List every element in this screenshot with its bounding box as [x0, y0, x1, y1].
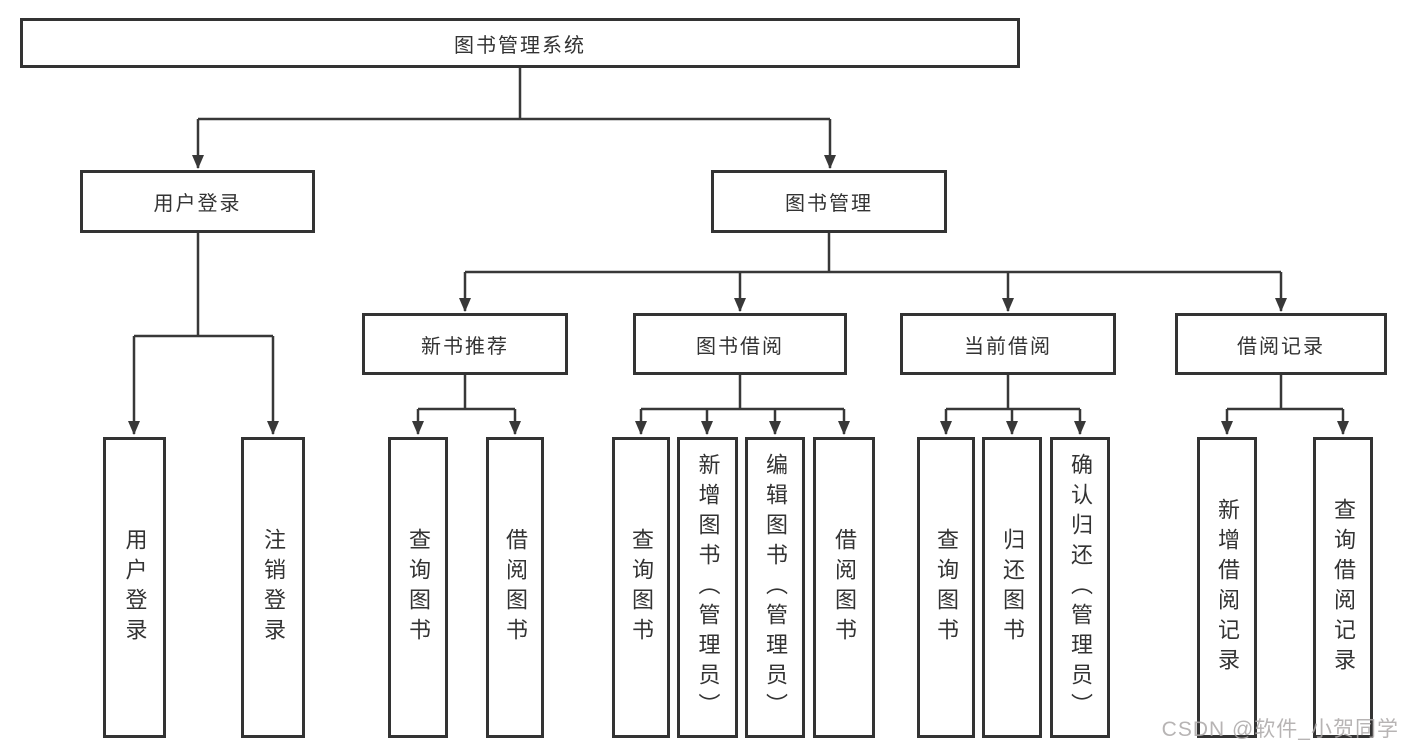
watermark: CSDN @软件_小贺同学	[1161, 718, 1399, 741]
node-leaf-bb-borrow-book-label: 借阅图书	[832, 527, 857, 648]
node-leaf-bb-search-book-label: 查询图书	[629, 527, 654, 648]
node-new-book-recommend: 新书推荐	[362, 313, 568, 375]
node-current-borrow: 当前借阅	[900, 313, 1116, 375]
node-root-system: 图书管理系统	[20, 18, 1020, 68]
node-leaf-cb-confirm-return-admin-label: 确认归还（管理员）	[1068, 452, 1093, 723]
node-leaf-bb-edit-book-admin-label: 编辑图书（管理员）	[763, 452, 788, 723]
node-leaf-bb-search-book: 查询图书	[612, 437, 670, 738]
node-leaf-cb-search-book-label: 查询图书	[934, 527, 959, 648]
node-leaf-logout: 注销登录	[241, 437, 305, 738]
node-book-management-branch: 图书管理	[711, 170, 947, 233]
node-leaf-user-login-label: 用户登录	[122, 527, 148, 648]
node-leaf-rec-search-book-label: 查询图书	[406, 527, 431, 648]
node-leaf-rec-search-book: 查询图书	[388, 437, 448, 738]
node-leaf-cb-return-book: 归还图书	[982, 437, 1042, 738]
node-leaf-br-search-record: 查询借阅记录	[1313, 437, 1373, 738]
node-leaf-cb-search-book: 查询图书	[917, 437, 975, 738]
node-leaf-bb-add-book-admin: 新增图书（管理员）	[677, 437, 738, 738]
node-leaf-br-add-record-label: 新增借阅记录	[1215, 497, 1240, 678]
node-leaf-bb-edit-book-admin: 编辑图书（管理员）	[745, 437, 805, 738]
node-user-login-branch: 用户登录	[80, 170, 315, 233]
node-leaf-cb-confirm-return-admin: 确认归还（管理员）	[1050, 437, 1110, 738]
node-book-borrow: 图书借阅	[633, 313, 847, 375]
node-leaf-rec-borrow-book: 借阅图书	[486, 437, 544, 738]
node-leaf-bb-add-book-admin-label: 新增图书（管理员）	[695, 452, 721, 723]
node-borrow-records: 借阅记录	[1175, 313, 1387, 375]
node-leaf-cb-return-book-label: 归还图书	[1000, 527, 1025, 648]
node-leaf-br-add-record: 新增借阅记录	[1197, 437, 1257, 738]
node-leaf-user-login: 用户登录	[103, 437, 166, 738]
node-leaf-br-search-record-label: 查询借阅记录	[1331, 497, 1356, 678]
node-leaf-rec-borrow-book-label: 借阅图书	[503, 527, 528, 648]
node-leaf-bb-borrow-book: 借阅图书	[813, 437, 875, 738]
node-leaf-logout-label: 注销登录	[261, 527, 286, 648]
